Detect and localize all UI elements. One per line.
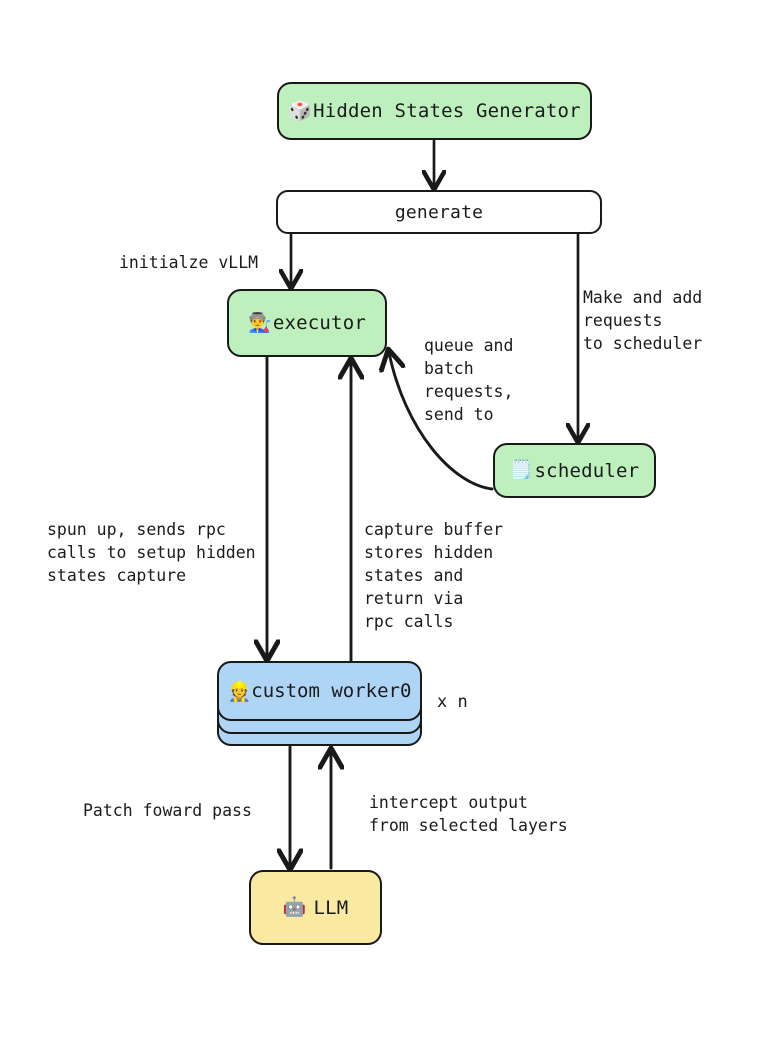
node-label: custom worker0 (251, 680, 412, 702)
edge-label-queue-and-batch: queue and batch requests, send to (424, 336, 514, 424)
spiral-notepad-icon: 🗒️ (509, 459, 534, 481)
edge-label-initialize-vllm: initialze vLLM (119, 253, 259, 272)
node-label: executor (272, 312, 366, 334)
worker-multiplier-label: x n (437, 692, 468, 712)
node-scheduler[interactable]: 🗒️ scheduler (493, 443, 656, 498)
node-custom-worker0[interactable]: 👷 custom worker0 (217, 661, 422, 746)
stack-layer-front[interactable]: 👷 custom worker0 (217, 661, 422, 721)
robot-icon: 🤖 (282, 896, 307, 918)
node-label: scheduler (534, 459, 640, 482)
node-hidden-states-generator[interactable]: 🎲 Hidden States Generator (277, 82, 592, 140)
game-die-icon: 🎲 (288, 99, 313, 122)
edge-label-make-and-add-requests: Make and add requests to scheduler (583, 288, 703, 353)
factory-worker-icon: 👨‍🏭 (248, 311, 272, 334)
edge-label-capture-buffer: capture buffer stores hidden states and … (364, 520, 504, 631)
edge-label-intercept-output: intercept output from selected layers (369, 793, 568, 835)
node-generate[interactable]: generate (276, 190, 602, 234)
node-llm[interactable]: 🤖 LLM (249, 870, 382, 945)
construction-worker-icon: 👷 (227, 680, 252, 703)
node-label: LLM (313, 896, 349, 919)
edge-label-patch-forward-pass: Patch foward pass (83, 801, 252, 820)
node-executor[interactable]: 👨‍🏭 executor (227, 289, 387, 357)
node-label: generate (394, 201, 484, 223)
node-label: Hidden States Generator (313, 100, 581, 122)
edge-label-spun-up-rpc: spun up, sends rpc calls to setup hidden… (47, 520, 256, 585)
